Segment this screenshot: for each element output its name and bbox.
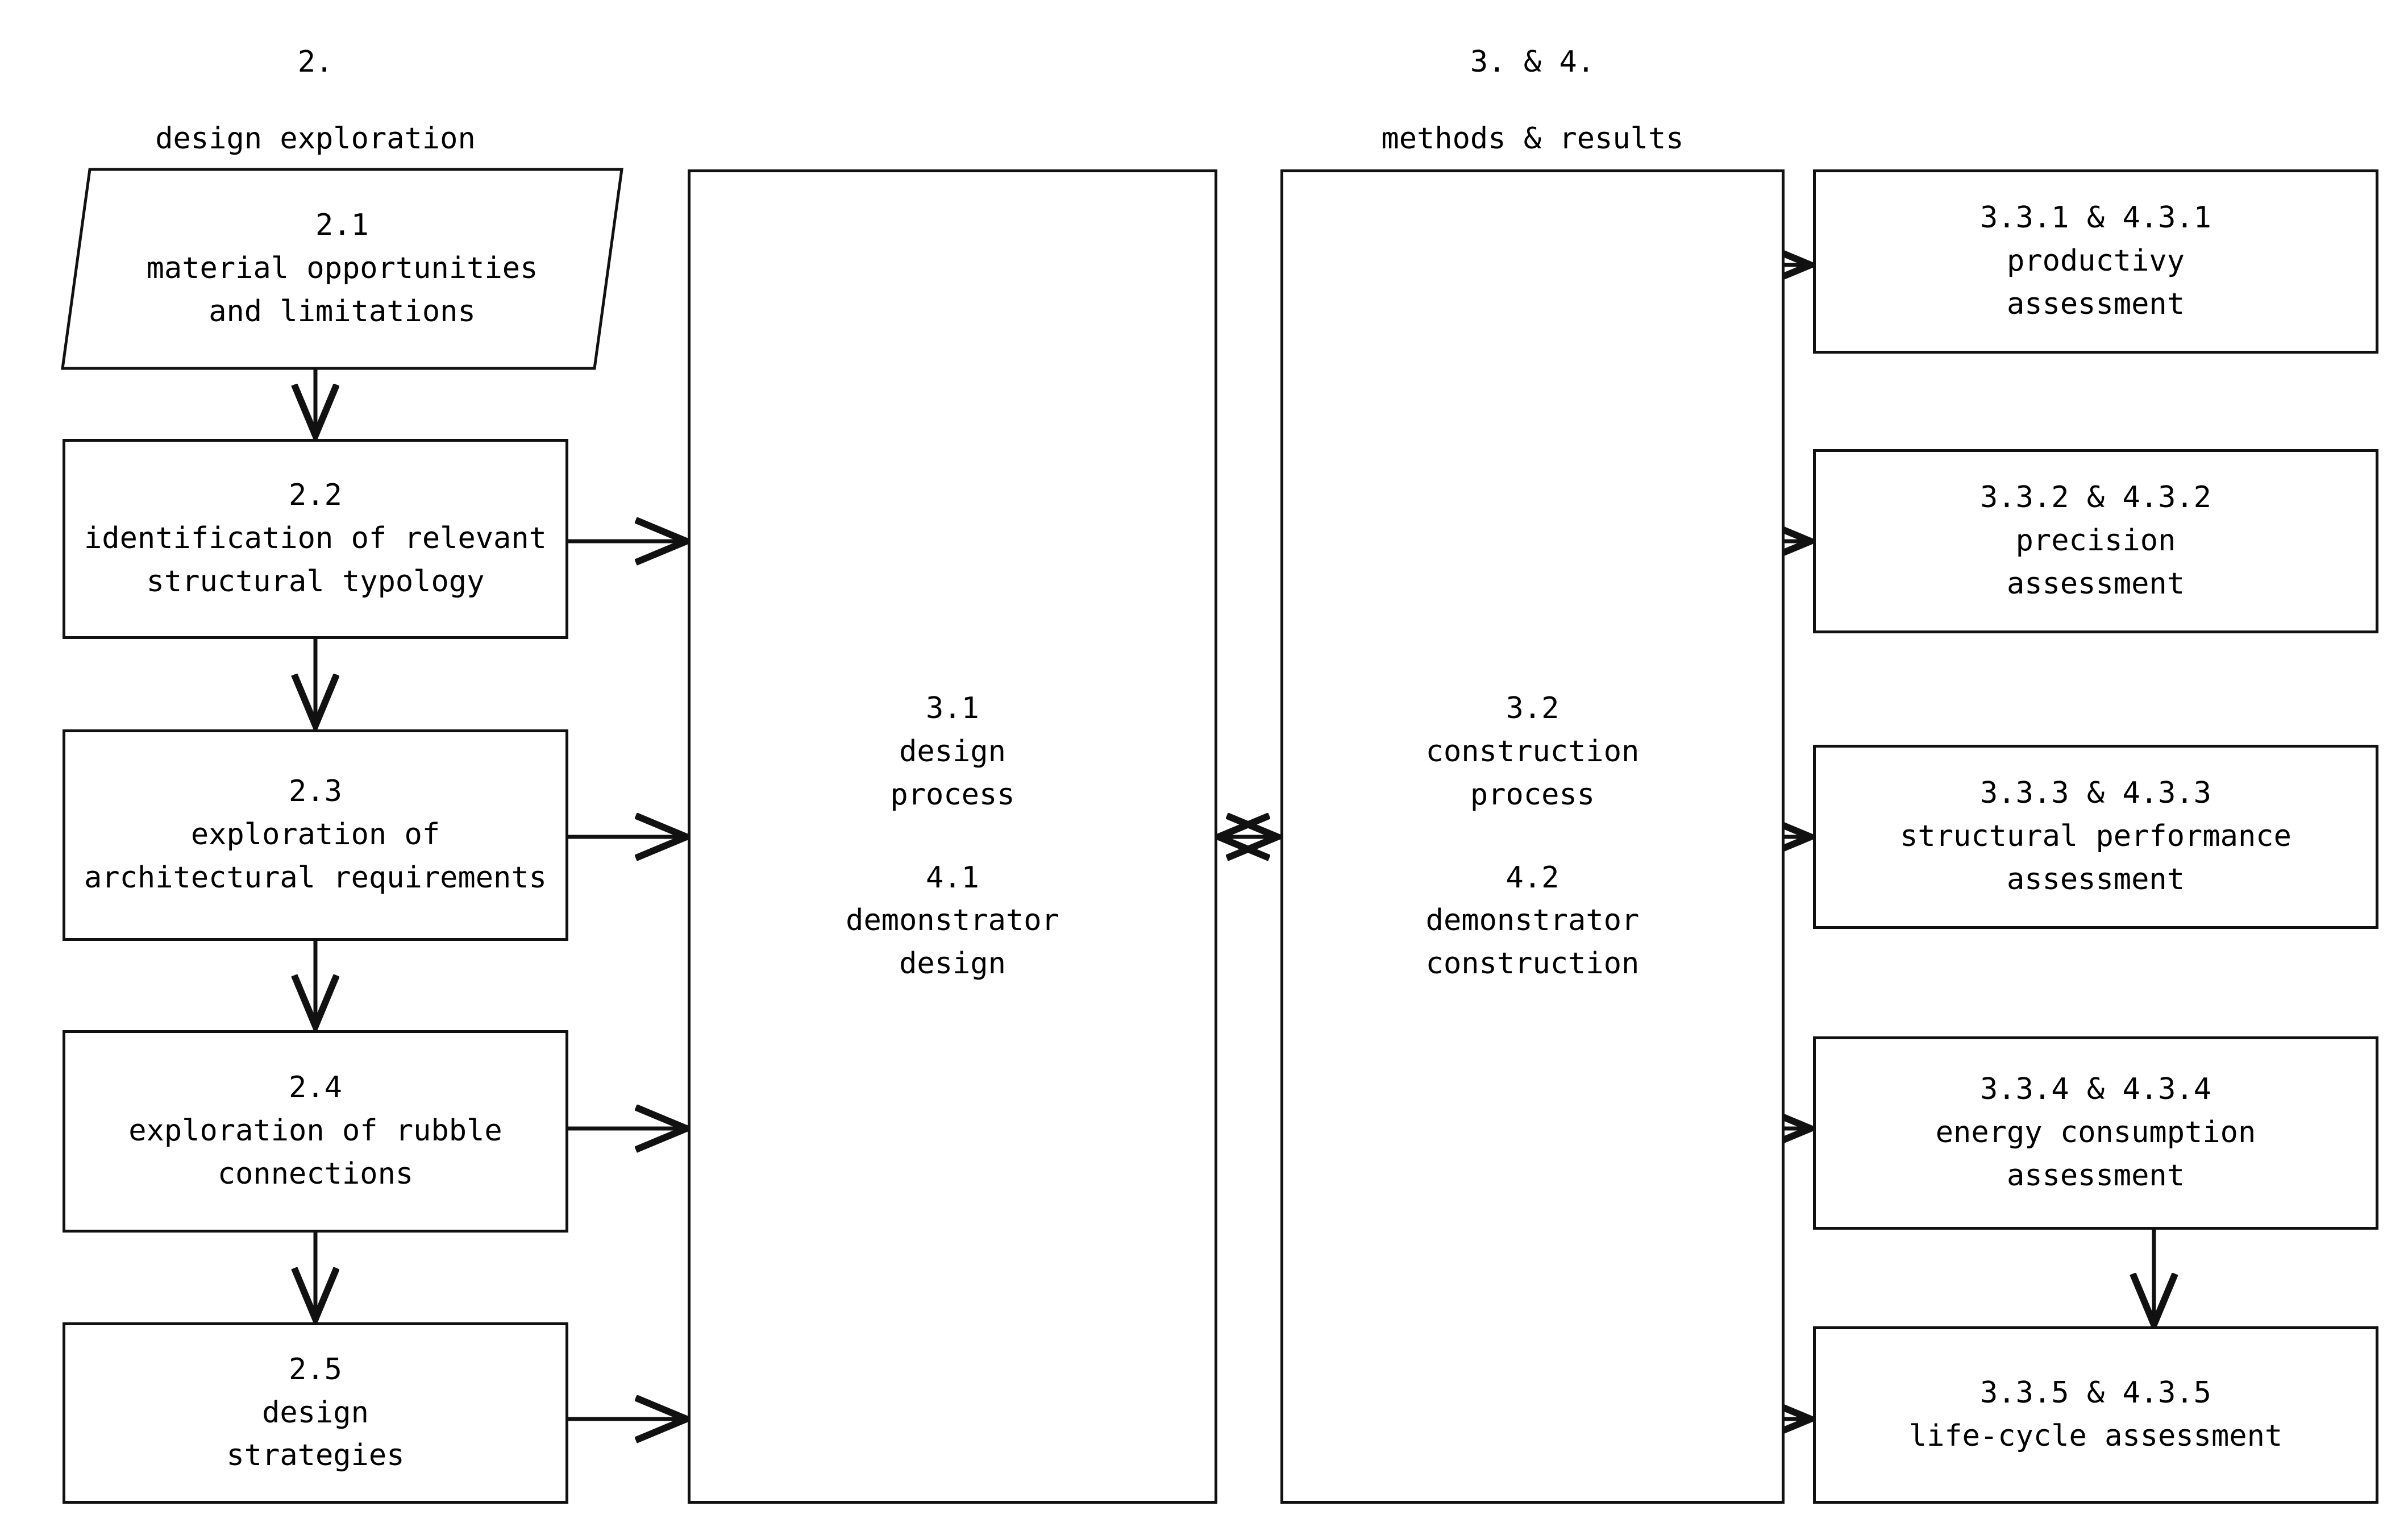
node-2-2-line-2: structural typology [146,564,485,599]
node-2-3-line-2: architectural requirements [84,860,547,895]
node-4-1-number: 4.1 [926,860,979,895]
node-2-4[interactable]: 2.4 exploration of rubble connections [63,1030,568,1233]
column-header-34-number: 3. & 4. [1470,44,1595,79]
node-4-2-line-2: construction [1425,947,1640,981]
node-3-3-2-number: 3.3.2 & 4.3.2 [1980,480,2211,515]
node-3-3-1-line-1: productivy [2006,244,2185,279]
node-2-3[interactable]: 2.3 exploration of architectural require… [63,729,568,941]
node-2-4-number: 2.4 [289,1071,342,1105]
node-col-3-2[interactable]: 3.2 construction process 4.2 demonstrato… [1280,169,1785,1504]
node-2-4-line-1: exploration of rubble [128,1114,502,1148]
node-2-2-number: 2.2 [289,478,342,513]
column-header-2-number: 2. [297,44,334,79]
node-3-3-4-line-1: energy consumption [1935,1115,2256,1150]
node-2-1-line-2: and limitations [209,294,476,329]
node-2-1-line-1: material opportunities [146,251,538,286]
node-3-1-number: 3.1 [926,691,979,725]
node-4-1-line-2: design [899,947,1006,981]
node-3-3-3-number: 3.3.3 & 4.3.3 [1980,776,2211,811]
node-2-2[interactable]: 2.2 identification of relevant structura… [63,439,568,639]
node-3-3-3[interactable]: 3.3.3 & 4.3.3 structural performance ass… [1813,745,2378,929]
node-3-2-number: 3.2 [1505,691,1559,725]
node-3-3-2-line-2: assessment [2006,566,2185,601]
node-3-3-5[interactable]: 3.3.5 & 4.3.5 life-cycle assessment [1813,1326,2378,1504]
node-2-5-line-1: design [262,1395,369,1430]
node-3-3-3-line-1: structural performance [1900,819,2291,854]
node-4-1-line-1: demonstrator [846,903,1059,938]
node-2-4-line-2: connections [217,1156,414,1191]
node-3-3-5-line-1: life-cycle assessment [1908,1419,2283,1453]
node-2-2-line-1: identification of relevant [84,521,547,556]
node-2-5[interactable]: 2.5 design strategies [63,1322,568,1504]
column-header-design-exploration: 2. design exploration [63,5,568,197]
node-3-2-line-2: process [1470,777,1595,812]
node-4-2-line-1: demonstrator [1425,903,1640,938]
node-3-1-line-2: process [890,777,1015,812]
node-4-2-number: 4.2 [1505,860,1559,895]
node-3-1-line-1: design [899,734,1006,769]
node-3-3-4-line-2: assessment [2006,1158,2185,1193]
column-header-methods-results: 3. & 4. methods & results [1280,5,1785,197]
node-2-3-number: 2.3 [289,774,342,809]
column-header-2-label: design exploration [155,121,476,156]
node-3-3-2[interactable]: 3.3.2 & 4.3.2 precision assessment [1813,449,2378,633]
node-3-3-1-number: 3.3.1 & 4.3.1 [1980,201,2211,235]
node-3-3-3-line-2: assessment [2006,862,2185,897]
node-3-3-2-line-1: precision [2015,524,2176,558]
node-2-1-number: 2.1 [315,208,369,243]
node-2-5-line-2: strategies [226,1438,405,1473]
node-2-1[interactable]: 2.1 material opportunities and limitatio… [63,169,622,368]
node-3-2-line-1: construction [1425,734,1640,769]
node-col-3-1[interactable]: 3.1 design process 4.1 demonstrator desi… [688,169,1217,1504]
node-3-3-1-line-2: assessment [2006,287,2185,321]
node-2-3-line-1: exploration of [190,818,440,852]
node-3-3-4-number: 3.3.4 & 4.3.4 [1980,1072,2211,1107]
column-header-34-label: methods & results [1381,121,1684,156]
node-3-3-5-number: 3.3.5 & 4.3.5 [1980,1376,2211,1410]
node-2-5-number: 2.5 [289,1352,342,1387]
node-3-3-1[interactable]: 3.3.1 & 4.3.1 productivy assessment [1813,169,2378,354]
node-3-3-4[interactable]: 3.3.4 & 4.3.4 energy consumption assessm… [1813,1036,2378,1230]
